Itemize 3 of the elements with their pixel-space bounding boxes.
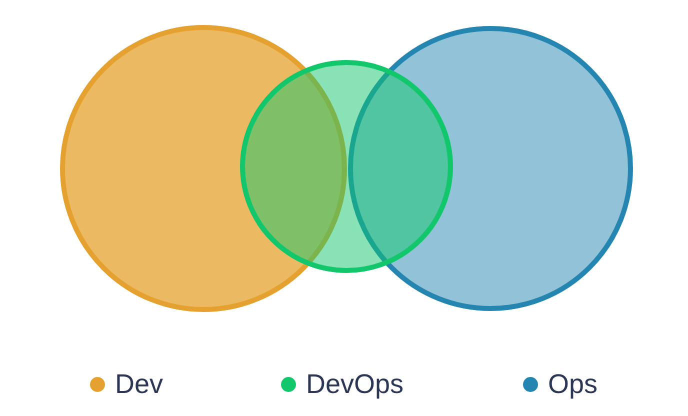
legend-label: DevOps: [306, 368, 404, 400]
legend-label: Ops: [548, 368, 598, 400]
legend-label: Dev: [115, 368, 164, 400]
